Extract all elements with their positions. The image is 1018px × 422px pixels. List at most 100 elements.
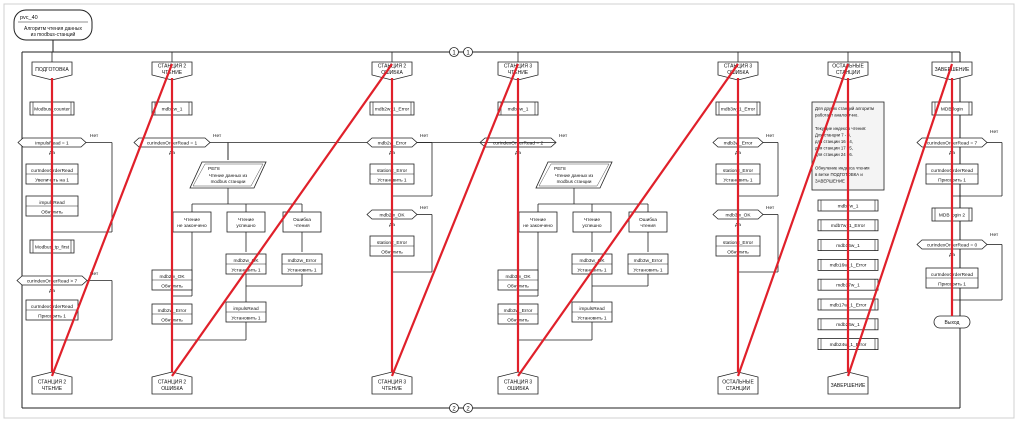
note-line: для станции 17 - 5, [815, 146, 853, 151]
svg-text:2: 2 [452, 407, 456, 413]
label-line: Ошибка [293, 217, 311, 223]
label-line: чтения [640, 224, 656, 229]
no-label: Нет [90, 271, 99, 277]
header-id: pvc_40 [20, 15, 38, 21]
top-connector-b[interactable]: 1 [463, 47, 473, 57]
top-connector-a[interactable]: 1 [449, 47, 459, 57]
label-line: ЗАВЕРШЕНИЕ [935, 67, 970, 73]
io-title: РЕГ8 [208, 166, 220, 172]
label-line: Чтение [238, 217, 254, 223]
label-line: ОСТАЛЬНЫЕ [722, 380, 754, 386]
svg-text:2: 2 [466, 407, 470, 413]
label-line: ОШИБКА [381, 70, 403, 76]
note-line: для станции 16 - 4, [815, 139, 853, 144]
transition-link-1 [50, 63, 174, 377]
label-line: ОШИБКА [507, 386, 529, 392]
label-line: успешно [236, 224, 256, 229]
label-line: СТАНЦИИ [726, 386, 751, 392]
bottom-connector-b[interactable]: 2 [463, 403, 473, 413]
label-line: Чтение [184, 217, 200, 223]
label-line: ОСТАЛЬНЫЕ [832, 64, 864, 70]
header-block[interactable]: pvc_40 Алгоритм чтения данных из modbus-… [13, 9, 93, 41]
label-line: не закончено [177, 224, 207, 229]
transition-link-2 [171, 63, 393, 377]
svg-text:1: 1 [466, 51, 470, 57]
note-line: Для станции 7 - 3, [815, 132, 851, 137]
svg-text:Нет: Нет [90, 133, 99, 139]
label-line: ОШИБКА [727, 70, 749, 76]
svg-text:Нет: Нет [766, 205, 775, 211]
label-line: ЧТЕНИЕ [162, 70, 183, 76]
label-line: СТАНЦИЯ 3 [378, 380, 407, 386]
label-line: СТАНЦИЯ 2 [378, 64, 407, 70]
label-line: чтения [294, 224, 310, 229]
no-label: Нет [766, 205, 775, 211]
no-label: Нет [990, 232, 999, 238]
svg-text:Нет: Нет [990, 232, 999, 238]
note-line: в ветке ПОДГОТОВКА и [815, 172, 863, 177]
label-line: СТАНЦИЯ 2 [38, 380, 67, 386]
svg-text:Нет: Нет [420, 205, 429, 211]
exit-label: Выход [945, 320, 960, 326]
page-frame [3, 3, 1015, 419]
note-line: Текущие индексы чтения: [815, 126, 866, 131]
box-line2: Установить 1 [577, 316, 607, 322]
box-line1: mdb3w_Error [634, 258, 663, 264]
label-line: успешно [582, 224, 602, 229]
header-title-line2: из modbus-станций [31, 31, 76, 38]
label-line: ОШИБКА [161, 386, 183, 392]
box-line1: mdb2w_Error [288, 258, 317, 264]
box-line1: mdb3w_OK [579, 258, 605, 264]
label-line: СТАНЦИЯ 3 [504, 64, 533, 70]
label-line: ЧТЕНИЕ [382, 386, 403, 392]
svg-text:Нет: Нет [213, 133, 222, 139]
box-line1: impulsRead [579, 306, 605, 312]
no-label: Нет [766, 133, 775, 139]
column-head-1[interactable]: ПОДГОТОВКА [31, 61, 73, 81]
svg-text:Нет: Нет [420, 133, 429, 139]
box-line2: Установить 1 [231, 316, 261, 322]
no-label: Нет [420, 205, 429, 211]
label-line: ЗАВЕРШЕНИЕ [831, 383, 866, 389]
transition-link-6 [846, 63, 954, 377]
bottom-connector-a[interactable]: 2 [449, 403, 459, 413]
no-label: Нет [990, 129, 999, 135]
column-tail-6[interactable]: ЗАВЕРШЕНИЕ [827, 371, 869, 395]
no-label: Нет [213, 133, 222, 139]
svg-text:Нет: Нет [90, 271, 99, 277]
no-label: Нет [90, 133, 99, 139]
header-title-line1: Алгоритм чтения данных [24, 26, 83, 32]
io-line1: Чтение данных из [555, 173, 593, 178]
note-line: Для других станций алгоритм [815, 106, 874, 111]
label-line: не закончено [523, 224, 553, 229]
no-label: Нет [420, 133, 429, 139]
label-line: СТАНЦИЯ 3 [724, 64, 753, 70]
box-line2: Установить 1 [633, 268, 663, 274]
note-line: Обнуление индекса чтения [815, 165, 870, 170]
svg-text:Нет: Нет [990, 129, 999, 135]
column-head-7[interactable]: ЗАВЕРШЕНИЕ [931, 61, 973, 81]
exit-terminator[interactable]: Выход [933, 315, 971, 329]
